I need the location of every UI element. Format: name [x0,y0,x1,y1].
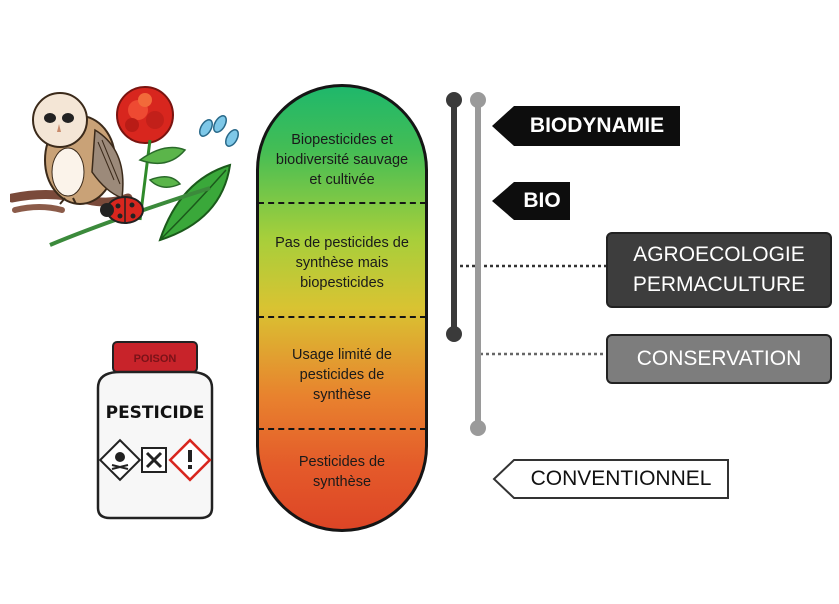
seeds-icon [199,115,239,147]
zone-synthetic: Pesticides de synthèse [298,454,386,490]
exclamation-hazard-icon [168,438,212,482]
range-bars [446,92,608,436]
bio-range-bar [446,92,462,342]
leaf-icon [49,146,232,247]
zone-divider [258,202,426,204]
nature-illustration [10,86,239,247]
ladybug-icon [100,196,144,224]
cap-text: POISON [134,353,177,365]
label-permaculture: PERMACULTURE [632,273,806,296]
zone-biopesticides: Biopesticides et biodiversité sauvage et… [275,132,409,188]
skull-hazard-icon [98,438,142,482]
biodynamie-range-bar [470,92,486,436]
harmful-x-icon [141,447,167,473]
label-agroecologie: AGROECOLOGIE [633,243,805,266]
zone-no-synthetic: Pas de pesticides de synthèse mais biope… [275,235,409,291]
label-biodynamie: BIODYNAMIE [492,106,680,146]
zone-limited-synthetic: Usage limité de pesticides de synthèse [292,347,392,403]
pesticide-gradient-capsule: Biopesticides et biodiversité sauvage et… [256,84,428,532]
bottle-label: PESTICIDE [106,403,205,423]
zone-divider [258,428,426,430]
label-conventionnel: CONVENTIONNEL [530,467,712,490]
pesticide-bottle-icon: POISON PESTICIDE [96,341,214,520]
zone-divider [258,316,426,318]
label-conventionnel-frame [492,459,729,499]
owl-icon [32,92,124,205]
label-agroecologie-permaculture: AGROECOLOGIE PERMACULTURE [606,232,832,308]
label-conservation: CONSERVATION [606,334,832,384]
marigold-flower-icon [116,86,174,221]
